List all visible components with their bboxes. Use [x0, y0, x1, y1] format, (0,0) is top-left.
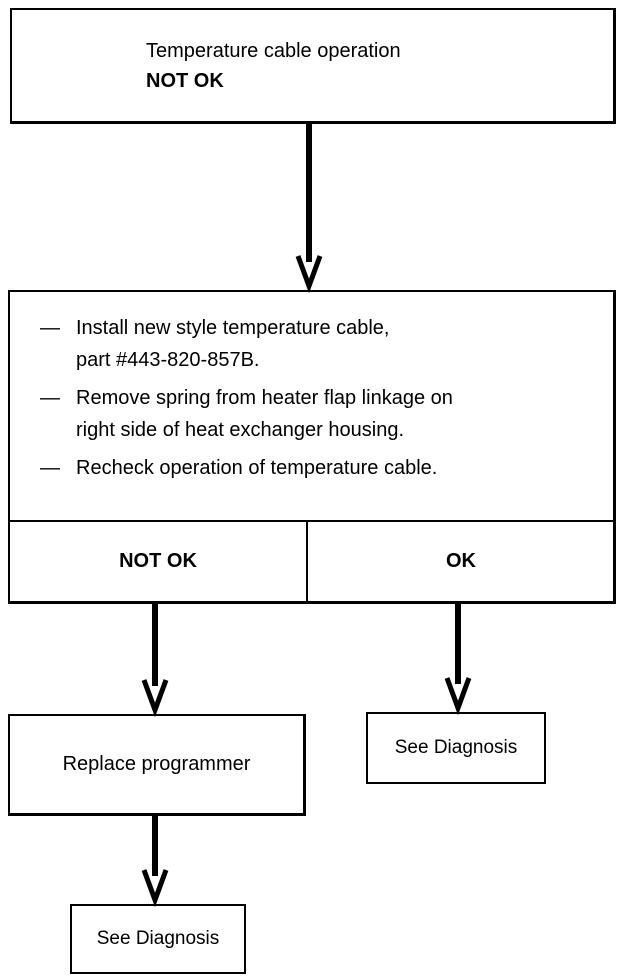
step-text: Recheck operation of temperature cable. [76, 457, 438, 479]
step-text: Install new style temperature cable, [76, 317, 390, 339]
result-ok: OK [446, 549, 476, 572]
replace-programmer-label: Replace programmer [62, 753, 251, 775]
see-diagnosis-label: See Diagnosis [96, 928, 220, 949]
see-diagnosis-label: See Diagnosis [394, 737, 518, 758]
start-box-status: NOT OK [146, 70, 224, 92]
see-diagnosis-box-ok: See Diagnosis [366, 712, 546, 784]
arrow-ok-to-diagnosis [444, 604, 472, 716]
step-install-cable: — Install new style temperature cable, p… [40, 312, 600, 376]
steps-box: — Install new style temperature cable, p… [8, 290, 616, 604]
start-box-label: Temperature cable operation [146, 40, 401, 62]
step-text: Remove spring from heater flap linkage o… [76, 387, 453, 409]
steps-list: — Install new style temperature cable, p… [40, 312, 600, 490]
step-text-continued: part #443-820-857B. [76, 349, 260, 371]
arrow-start-to-steps [295, 124, 323, 294]
step-text-continued: right side of heat exchanger housing. [76, 419, 404, 441]
arrow-not-ok-to-replace [141, 604, 169, 718]
step-recheck-operation: — Recheck operation of temperature cable… [40, 452, 600, 484]
step-remove-spring: — Remove spring from heater flap linkage… [40, 382, 600, 446]
result-not-ok: NOT OK [119, 549, 197, 572]
result-divider-vertical [306, 520, 308, 601]
step-bullet: — [40, 387, 60, 409]
start-box: Temperature cable operation NOT OK [10, 8, 616, 124]
step-bullet: — [40, 457, 60, 479]
result-divider-horizontal [10, 520, 613, 522]
replace-programmer-box: Replace programmer [8, 714, 306, 816]
arrow-replace-to-diagnosis [141, 816, 169, 908]
see-diagnosis-box-not-ok: See Diagnosis [70, 904, 246, 974]
step-bullet: — [40, 317, 60, 339]
